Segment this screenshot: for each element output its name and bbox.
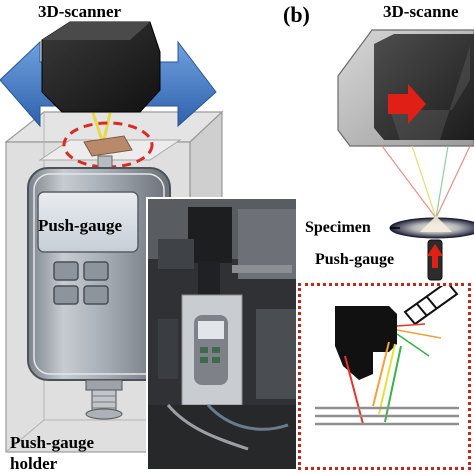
panel-a-scanner-label: 3D-scanner [38, 3, 121, 20]
panel-a-holder-label-line1: Push-gauge [10, 434, 94, 451]
panel-a-holder-label-line2: holder [10, 455, 57, 472]
detail-illustration [301, 286, 468, 467]
panel-b-scanner-label: 3D-scanne [383, 3, 459, 20]
panel-b-label: (b) [283, 4, 310, 26]
panel-b-push-gauge-label: Push-gauge [315, 252, 394, 268]
panel-a-push-gauge-label: Push-gauge [38, 217, 122, 234]
push-gauge-rod-b [427, 240, 443, 280]
detail-inset [298, 283, 471, 470]
scanner-device-b [338, 30, 474, 146]
panel-b-specimen-label: Specimen [305, 220, 371, 236]
laser-beams-b [382, 146, 470, 218]
specimen-disk [390, 216, 474, 238]
